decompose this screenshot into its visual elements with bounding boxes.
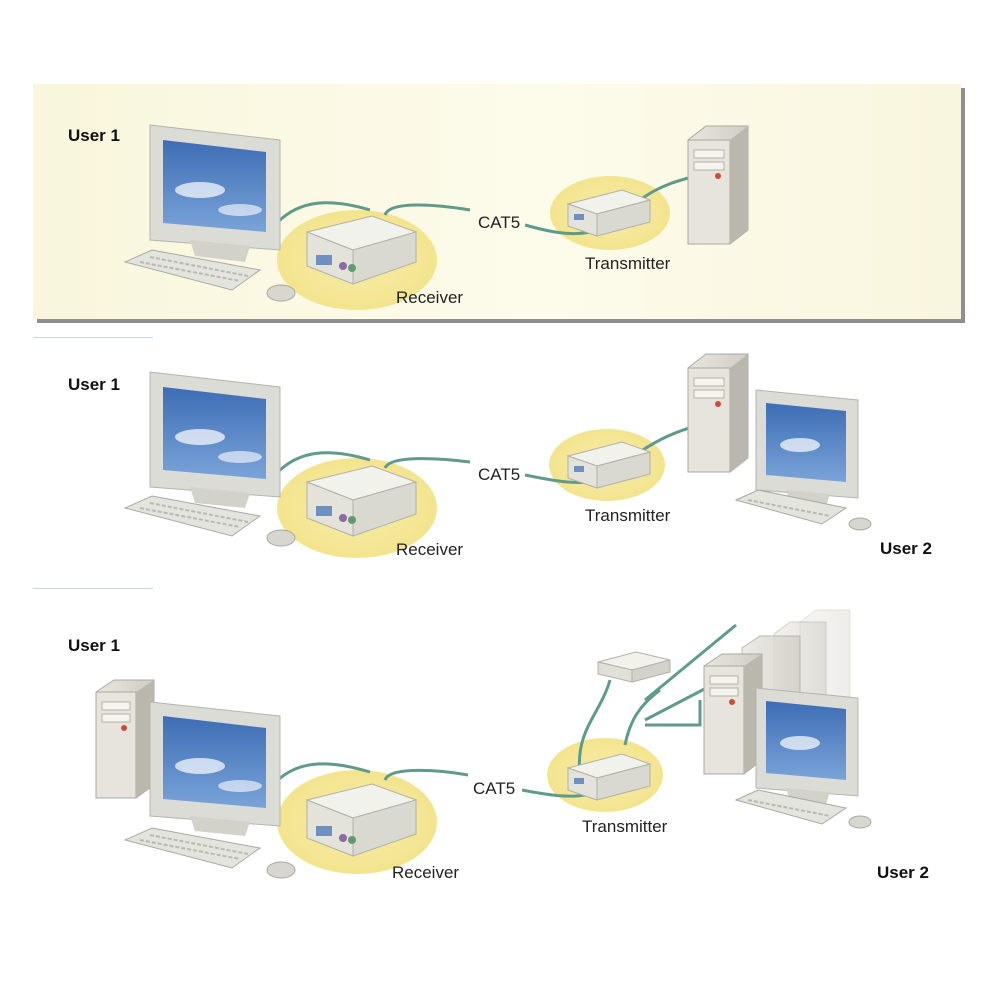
transmitter-device: [566, 189, 652, 237]
monitor-icon: [755, 389, 859, 506]
keyboard-icon: [734, 789, 848, 825]
user2-label: User 2: [880, 539, 932, 558]
transmitter-label: Transmitter: [582, 817, 668, 836]
computer-tower-icon: [95, 679, 155, 799]
user1-label: User 1: [68, 375, 120, 394]
transmitter-device: [566, 441, 652, 489]
keyboard-icon: [734, 489, 848, 525]
mouse-icon: [266, 861, 296, 879]
keyboard-icon: [123, 495, 262, 537]
monitor-icon: [149, 701, 281, 836]
user1-label: User 1: [68, 636, 120, 655]
cat5-cable-segment: [383, 457, 471, 469]
monitor-icon: [149, 124, 281, 262]
kvm-switch-icon: [597, 651, 671, 683]
divider-line: [33, 588, 153, 589]
user2-label: User 2: [877, 863, 929, 882]
video-cable: [276, 201, 371, 224]
panel2-artwork: [123, 353, 872, 558]
computer-tower-icon: [687, 353, 749, 473]
mouse-icon: [848, 815, 872, 829]
panel3-artwork: [95, 609, 872, 879]
transmitter-label: Transmitter: [585, 506, 671, 525]
cat5-label: CAT5: [478, 465, 521, 484]
receiver-device: [305, 783, 418, 857]
receiver-device: [305, 215, 418, 285]
transmitter-label: Transmitter: [585, 254, 671, 273]
receiver-label: Receiver: [396, 288, 464, 307]
computer-tower-icon: [703, 653, 763, 775]
panel1-artwork: [123, 124, 749, 310]
mouse-icon: [266, 284, 296, 302]
cat5-cable-segment: [524, 223, 591, 236]
receiver-label: Receiver: [396, 540, 464, 559]
user1-label: User 1: [68, 126, 120, 145]
divider-line: [33, 337, 153, 338]
mouse-icon: [848, 517, 872, 531]
switch-cable: [623, 688, 661, 746]
cat5-cable-segment: [383, 203, 471, 216]
keyboard-icon: [123, 249, 262, 291]
cat5-label: CAT5: [478, 213, 521, 232]
cat5-cable-segment: [521, 788, 586, 798]
cat5-cable-segment: [383, 768, 469, 781]
switch-cable: [577, 679, 612, 776]
video-cable: [276, 451, 371, 474]
computer-tower-icon: [687, 125, 749, 245]
server-link: [644, 623, 737, 702]
server-link: [645, 700, 702, 727]
transmitter-device: [566, 753, 652, 801]
cat5-label: CAT5: [473, 779, 516, 798]
receiver-label: Receiver: [392, 863, 460, 882]
keyboard-icon: [123, 827, 262, 869]
mouse-icon: [266, 529, 296, 547]
receiver-device: [305, 465, 418, 537]
monitor-icon: [755, 687, 859, 804]
monitor-icon: [149, 371, 281, 508]
video-cable: [276, 762, 371, 782]
